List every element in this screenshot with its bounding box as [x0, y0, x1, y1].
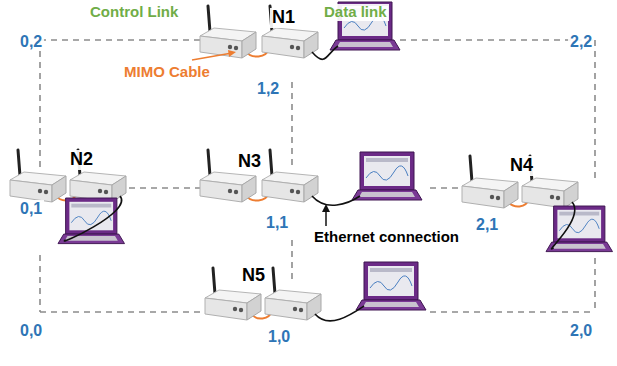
radio-device — [10, 150, 66, 202]
leader-arrowhead — [228, 50, 236, 57]
grid-line — [39, 40, 41, 170]
grid-lines — [40, 40, 595, 312]
grid-line — [594, 258, 596, 312]
laptop — [546, 206, 613, 252]
grid-coordinate: 1,2 — [255, 80, 281, 98]
node-name: N4 — [508, 156, 535, 176]
grid-coordinate: 1,1 — [264, 214, 290, 232]
link-caption: Data link — [322, 4, 389, 21]
grid-line — [400, 39, 595, 41]
ethernet-cable — [312, 46, 338, 59]
leader-line — [192, 53, 232, 60]
grid-coordinate: 2,2 — [568, 33, 594, 51]
cable-caption: Ethernet connection — [312, 229, 461, 246]
radio-device — [262, 150, 318, 202]
grid-coordinate: 2,1 — [474, 216, 500, 234]
node-name: N5 — [240, 266, 267, 286]
grid-line — [430, 187, 465, 189]
grid-line — [40, 39, 200, 41]
grid-coordinate: 1,0 — [266, 328, 292, 346]
grid-coordinate: 2,0 — [568, 322, 594, 340]
grid-line — [291, 240, 293, 282]
grid-line — [594, 40, 596, 178]
laptop — [356, 262, 426, 310]
node-name: N2 — [68, 150, 95, 170]
grid-line — [40, 311, 200, 313]
radio-device — [200, 6, 256, 58]
grid-line — [118, 187, 202, 189]
grid-coordinate: 0,1 — [18, 200, 44, 218]
cable-caption: MIMO Cable — [122, 64, 212, 81]
grid-line — [39, 255, 41, 312]
node-name: N1 — [270, 8, 297, 28]
leader-arrowhead — [322, 204, 330, 212]
ethernet-cable — [64, 196, 121, 241]
ethernet-cable — [552, 202, 575, 249]
ethernet-cable — [312, 196, 360, 205]
link-caption: Control Link — [88, 4, 180, 21]
laptop — [352, 152, 422, 200]
ethernet-cable — [315, 306, 364, 321]
radio-device — [265, 268, 321, 320]
radio-device — [262, 6, 318, 58]
grid-coordinate: 0,0 — [18, 322, 44, 340]
laptop — [58, 198, 125, 244]
node-name: N3 — [236, 152, 263, 172]
grid-line — [430, 311, 595, 313]
grid-line — [291, 82, 293, 168]
grid-coordinate: 0,2 — [18, 33, 44, 51]
